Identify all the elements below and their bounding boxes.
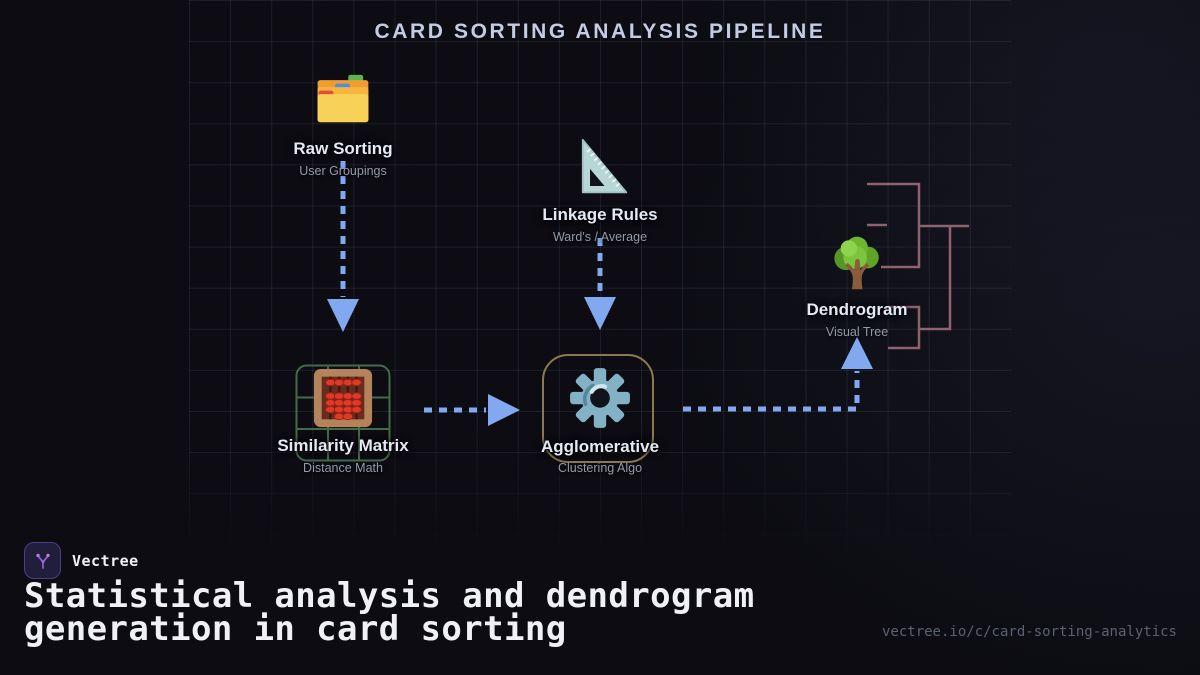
- node-label: Similarity Matrix: [277, 436, 409, 455]
- abacus-icon: [312, 367, 374, 429]
- node-agglomerative: Agglomerative Clustering Algo: [500, 354, 700, 475]
- arrow-down-head-linkage: [584, 297, 616, 330]
- footer-url: vectree.io/c/card-sorting-analytics: [881, 624, 1177, 640]
- brand-name: Vectree: [72, 551, 139, 570]
- headline-line-2: generation in card sorting: [24, 609, 567, 649]
- node-sublabel: Clustering Algo: [557, 461, 643, 475]
- headline: Statistical analysis and dendrogram gene…: [24, 576, 844, 649]
- arrow-up-head-dendrogram: [841, 337, 873, 369]
- headline-line-1: Statistical analysis and dendrogram: [24, 576, 755, 616]
- dendrogram-tree-lines: [867, 182, 969, 350]
- node-label: Linkage Rules: [542, 205, 658, 224]
- algorithm-box: [542, 354, 654, 463]
- branching-tree-icon: [35, 553, 50, 569]
- card-index-folder-icon: [315, 74, 371, 130]
- node-raw-sorting: Raw Sorting User Groupings: [243, 74, 443, 178]
- vectree-logo: [24, 542, 61, 579]
- node-dendrogram: Dendrogram Visual Tree: [757, 233, 957, 339]
- node-sublabel: Visual Tree: [825, 325, 889, 339]
- tree-icon: [828, 233, 886, 291]
- node-label: Dendrogram: [806, 300, 908, 319]
- gear-icon: [567, 365, 633, 431]
- node-sublabel: Distance Math: [303, 461, 383, 475]
- page-title: CARD SORTING ANALYSIS PIPELINE: [374, 20, 826, 43]
- node-similarity-matrix: Similarity Matrix Distance Math: [243, 364, 443, 484]
- node-sublabel: Ward's / Average: [552, 230, 648, 244]
- node-sublabel: User Groupings: [299, 164, 387, 178]
- arrow-right-head-matrix: [488, 394, 520, 426]
- arrow-down-head-raw: [327, 299, 359, 332]
- node-label: Agglomerative: [540, 437, 660, 456]
- arrow-algo-to-dendrogram-line: [683, 371, 860, 412]
- node-label: Raw Sorting: [293, 139, 393, 158]
- triangular-ruler-icon: [571, 138, 629, 196]
- brand-row: Vectree: [24, 542, 139, 579]
- node-linkage-rules: Linkage Rules Ward's / Average: [500, 138, 700, 244]
